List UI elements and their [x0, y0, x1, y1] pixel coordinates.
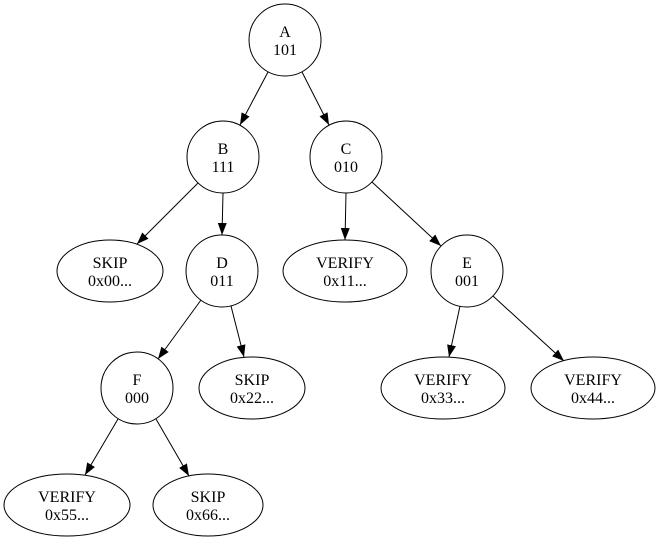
- edge-e-verify33: [447, 305, 461, 358]
- node-verify-0x55-line1: VERIFY: [38, 489, 96, 506]
- nodes-layer: A 101 B 111 C 010 SKIP 0x00... D: [3, 3, 656, 537]
- node-skip-0x66-line1: SKIP: [191, 489, 226, 506]
- node-verify-0x44-shape: [530, 356, 656, 420]
- edge-f-verify55: [84, 418, 119, 476]
- node-verify-0x55-shape: [3, 473, 131, 537]
- node-a-line1: A: [279, 24, 291, 41]
- edges-layer: [84, 71, 565, 477]
- node-d: D 011: [185, 234, 259, 308]
- node-d-shape: [185, 234, 259, 308]
- node-skip-0x00: SKIP 0x00...: [56, 239, 164, 303]
- node-c-shape: [309, 120, 383, 194]
- node-e: E 001: [430, 234, 504, 308]
- node-skip-0x66-shape: [152, 473, 264, 537]
- edge-c-e: [371, 181, 442, 247]
- edge-c-verify11: [340, 192, 350, 241]
- node-verify-0x33-line1: VERIFY: [414, 372, 472, 389]
- node-e-shape: [430, 234, 504, 308]
- node-b-line1: B: [218, 141, 229, 158]
- edge-a-c: [301, 71, 330, 126]
- node-f-line2: 000: [125, 390, 149, 407]
- node-b-line2: 111: [212, 159, 235, 176]
- node-c-line1: C: [341, 141, 352, 158]
- node-f: F 000: [100, 351, 174, 425]
- edge-f-skip66: [155, 418, 190, 477]
- node-verify-0x33: VERIFY 0x33...: [380, 356, 506, 420]
- node-verify-0x44: VERIFY 0x44...: [530, 356, 656, 420]
- edge-d-f: [157, 299, 202, 360]
- node-d-line1: D: [216, 255, 228, 272]
- node-e-line1: E: [462, 255, 472, 272]
- node-skip-0x66-line2: 0x66...: [186, 507, 230, 524]
- node-a: A 101: [248, 3, 322, 77]
- node-skip-0x66: SKIP 0x66...: [152, 473, 264, 537]
- node-c-line2: 010: [334, 159, 358, 176]
- node-verify-0x44-line2: 0x44...: [571, 390, 615, 407]
- node-verify-0x55: VERIFY 0x55...: [3, 473, 131, 537]
- node-skip-0x22: SKIP 0x22...: [198, 356, 306, 420]
- edge-d-skip22: [230, 305, 246, 358]
- node-skip-0x00-line2: 0x00...: [88, 273, 132, 290]
- node-skip-0x22-shape: [198, 356, 306, 420]
- node-verify-0x55-line2: 0x55...: [45, 507, 89, 524]
- edge-e-verify44: [492, 295, 565, 362]
- node-b-shape: [186, 120, 260, 194]
- node-e-line2: 001: [455, 273, 479, 290]
- node-d-line2: 011: [210, 273, 233, 290]
- edge-a-b: [239, 71, 269, 126]
- node-verify-0x33-shape: [380, 356, 506, 420]
- node-f-shape: [100, 351, 174, 425]
- node-skip-0x22-line2: 0x22...: [230, 390, 274, 407]
- node-a-shape: [248, 3, 322, 77]
- node-verify-0x11-line2: 0x11...: [323, 273, 366, 290]
- node-b: B 111: [186, 120, 260, 194]
- node-c: C 010: [309, 120, 383, 194]
- edge-b-d: [217, 192, 227, 236]
- node-verify-0x33-line2: 0x33...: [421, 390, 465, 407]
- node-skip-0x00-line1: SKIP: [93, 255, 128, 272]
- node-verify-0x11-shape: [282, 239, 408, 303]
- edge-b-skip00: [136, 182, 199, 245]
- node-skip-0x00-shape: [56, 239, 164, 303]
- node-verify-0x44-line1: VERIFY: [564, 372, 622, 389]
- node-verify-0x11: VERIFY 0x11...: [282, 239, 408, 303]
- node-f-line1: F: [133, 372, 142, 389]
- node-skip-0x22-line1: SKIP: [235, 372, 270, 389]
- node-verify-0x11-line1: VERIFY: [316, 255, 374, 272]
- node-a-line2: 101: [273, 42, 297, 59]
